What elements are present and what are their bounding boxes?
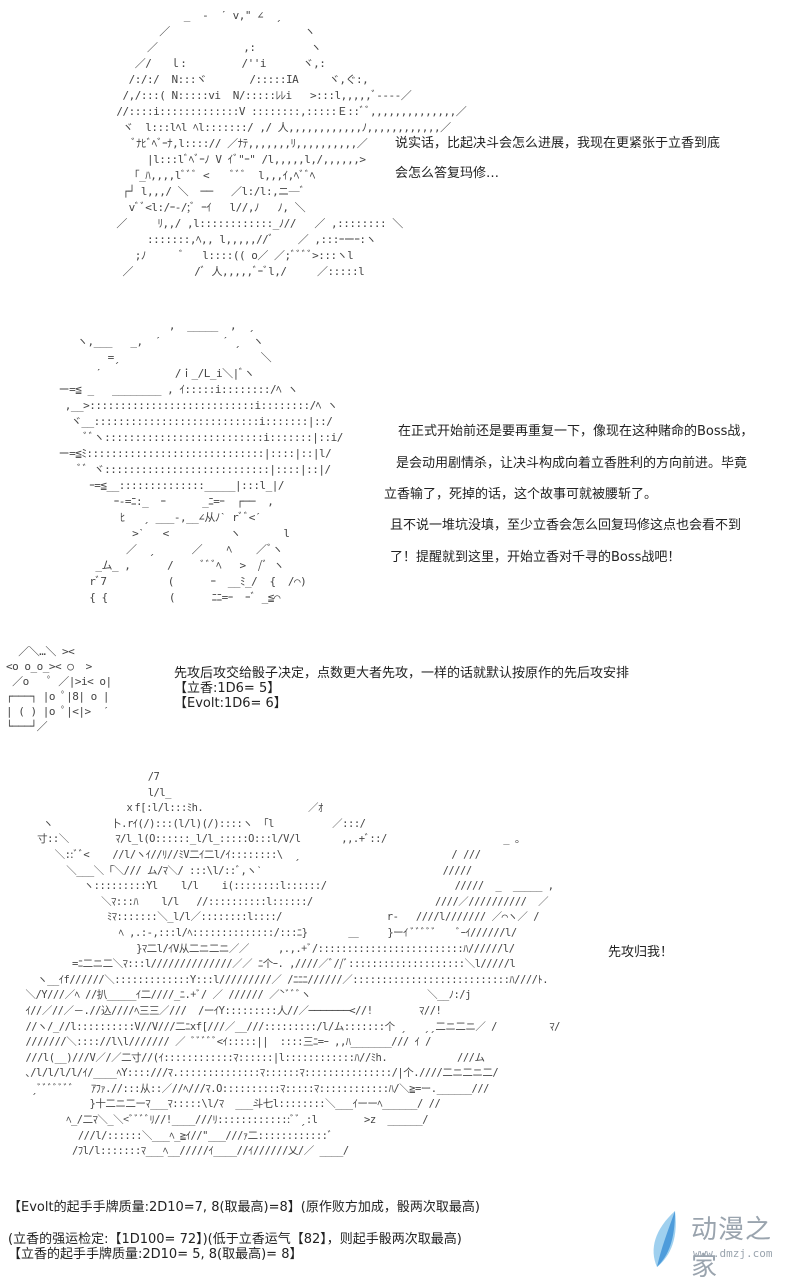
dmzj-watermark: 动漫之家 www.dmzj.com [645, 1205, 795, 1282]
narration-line: 会怎么答复玛修… [395, 166, 500, 181]
ascii-art-evolt: /7 l/l_ ｘf[:l/l:::ﾐh. ／ｵ ヽ 卜.rｲ(/):::(l/… [25, 771, 560, 1158]
watermark-url: www.dmzj.com [693, 1247, 773, 1260]
roll-result-ritsuka-hand: 【立香的起手手牌质量:2D10= 5, 8(取最高)= 8】 [8, 1247, 303, 1262]
roll-result-luck-check: (立香的强运检定:【1D100= 72】)(低于立香运气【82】，则起手骰两次取… [8, 1232, 462, 1247]
watermark-name: 动漫之家 [691, 1215, 773, 1282]
dice-rule-text: 先攻后攻交给骰子决定，点数更大者先攻，一样的话就默认按原作的先后攻安排 [174, 666, 630, 681]
narration-line: 是会动用剧情杀，让决斗构成向着立香胜利的方向前进。毕竟 [396, 456, 748, 471]
dice-roll-evolt: 【Evolt:1D6= 6】 [174, 696, 287, 711]
ascii-art-dice: ／＼…＼ >< <o o_o_>< ○ > ／o ﾟ ／|>i< o| ┌───… [6, 645, 112, 733]
ascii-art-hat-character: , _____ , ˏ ヽ,___ _, ˊ ˊ ˏ ヽ =ˏ ＼ ˊ /ｉ_/… [58, 319, 344, 604]
feather-logo-icon [653, 1211, 676, 1267]
dice-roll-ritsuka: 【立香:1D6= 5】 [174, 681, 281, 696]
narration-line: 了！提醒就到这里，开始立香对千寻的Boss战吧！ [390, 550, 681, 565]
evolt-shout: 先攻归我！ [608, 945, 674, 960]
narration-line: 在正式开始前还是要再重复一下，像现在这种赌命的Boss战， [398, 424, 754, 439]
narration-line: 说实话，比起决斗会怎么进展，我现在更紧张于立香到底 [395, 136, 721, 151]
narration-line: 且不说一堆坑没填，至少立香会怎么回复玛修这点也会看不到 [390, 518, 742, 533]
roll-result-evolt-hand: 【Evolt的起手手牌质量:2D10=7, 8(取最高)=8】(原作败方加成，骰… [8, 1200, 480, 1215]
narration-line: 立香输了，死掉的话，这个故事可就被腰斩了。 [384, 487, 658, 502]
ascii-art-character-portrait: _ - ˊ v," ∠ ˏ ／ ヽ ／ ,: ヽ ／/ ｌ: /''i ヾ,: … [116, 9, 467, 278]
